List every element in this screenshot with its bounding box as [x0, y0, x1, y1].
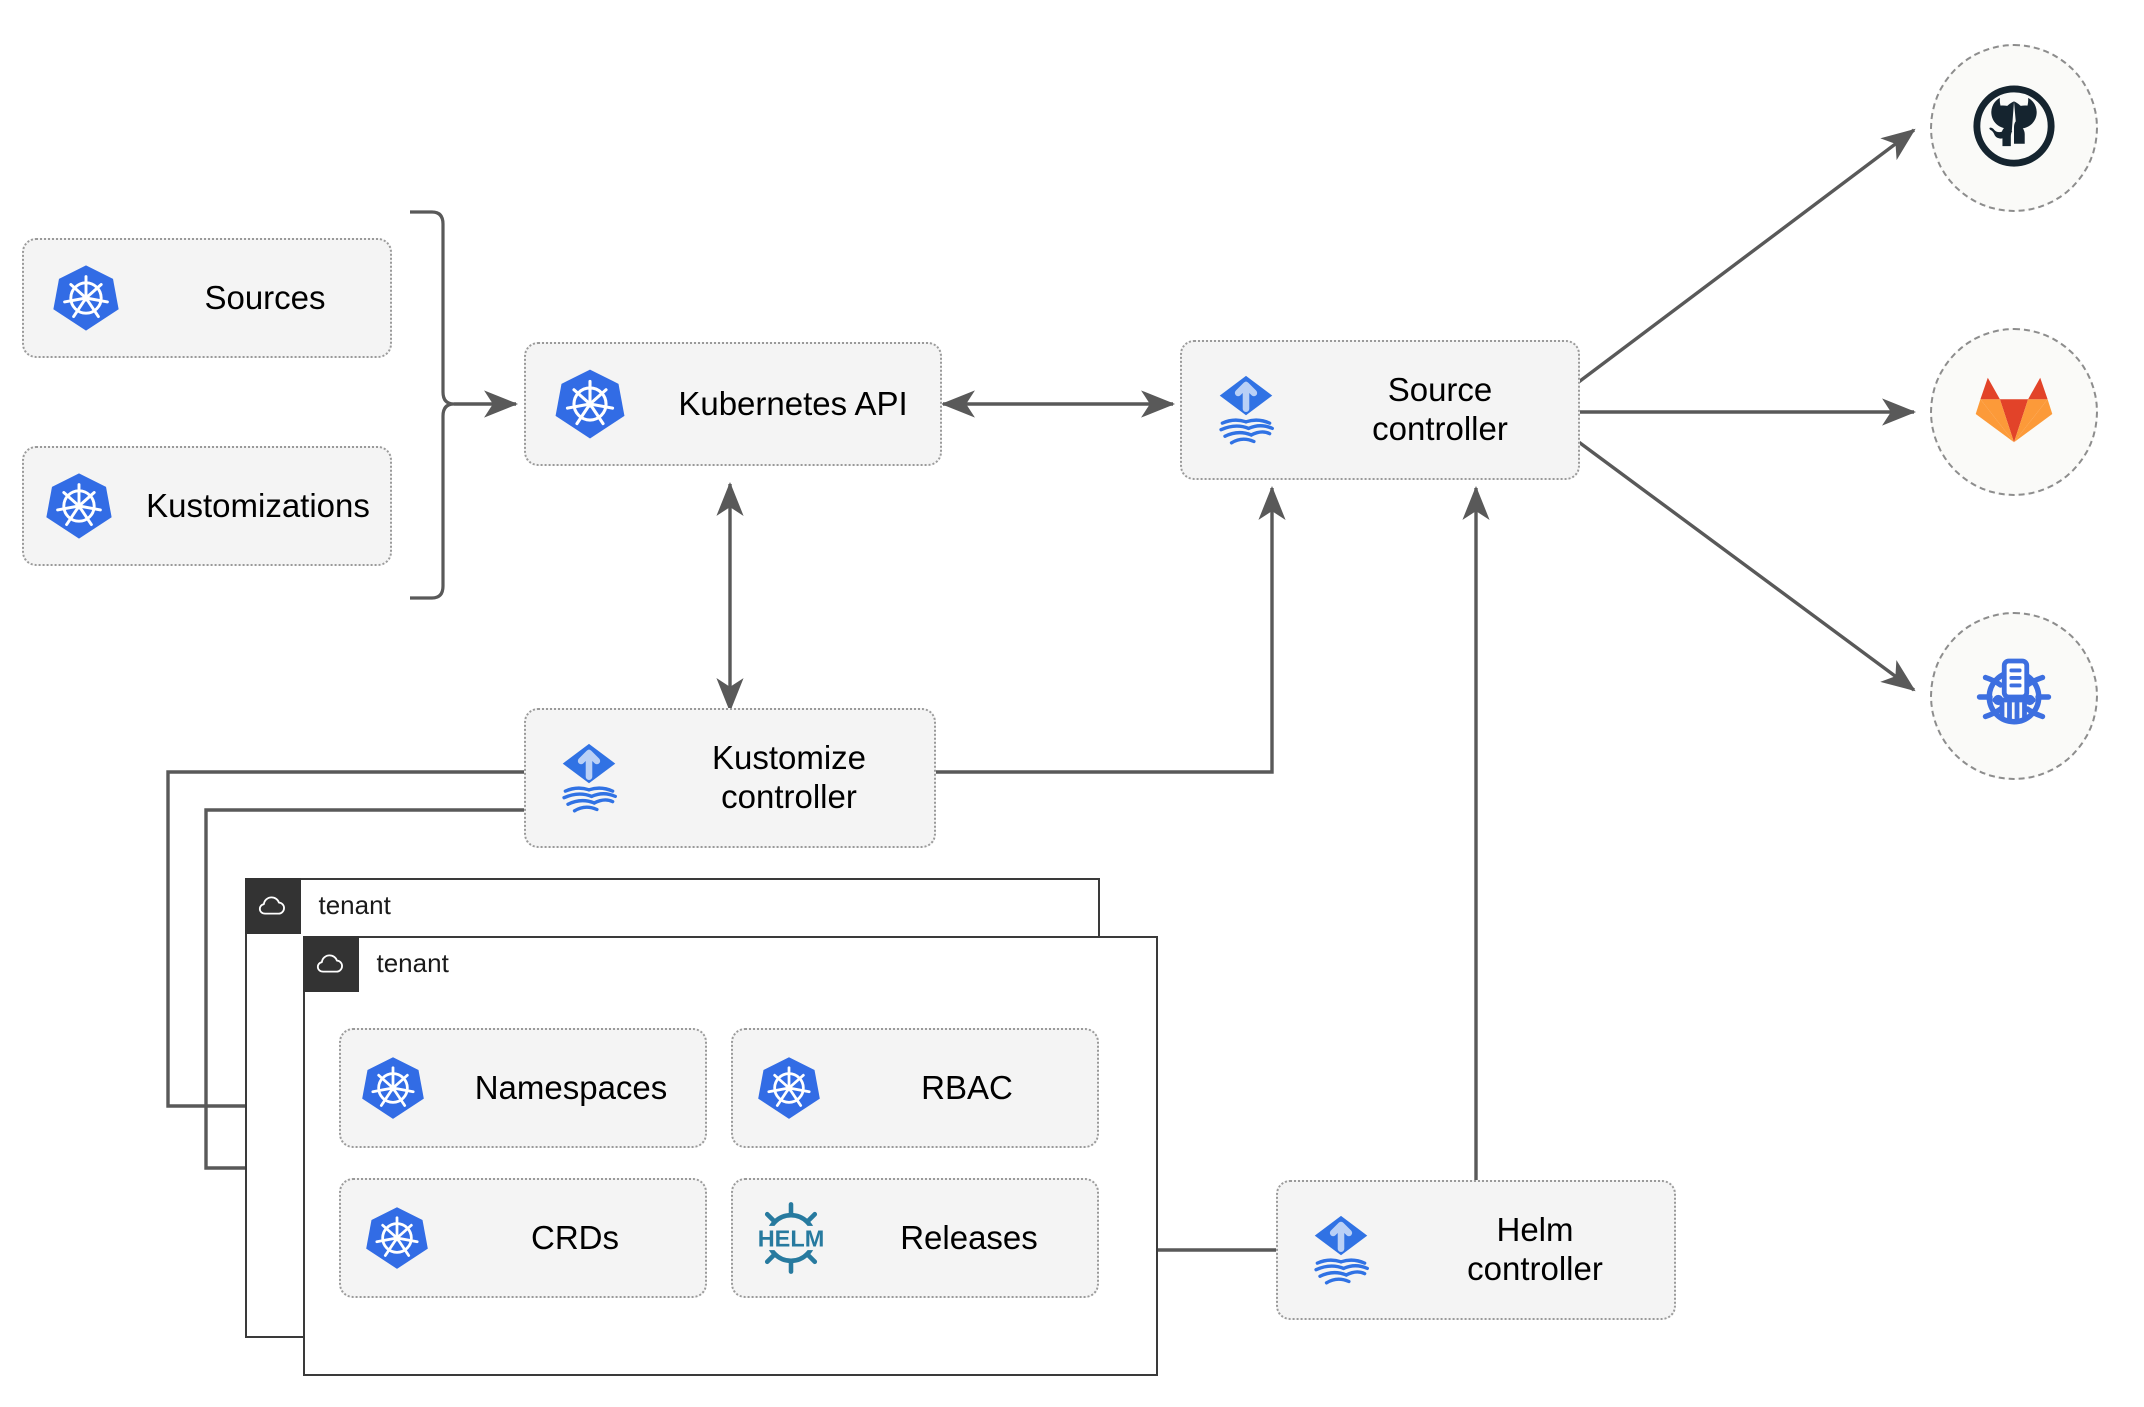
cloud-icon: [244, 877, 301, 934]
resource-label: Kustomizations: [146, 486, 370, 524]
kubernetes-icon: [24, 262, 148, 334]
resource-label: Sources: [204, 278, 326, 316]
edge-source-controller-to-helm-repository: [1574, 438, 1916, 692]
node-kustomize-controller[interactable]: Kustomize controller: [524, 708, 936, 848]
flux-icon: [526, 736, 652, 820]
node-label: Helm controller: [1467, 1211, 1603, 1287]
cloud-icon: [302, 935, 359, 992]
resource-card-sources[interactable]: Sources: [22, 238, 392, 358]
helm-icon: HELM: [733, 1195, 849, 1281]
svg-text:HELM: HELM: [758, 1226, 825, 1252]
kubernetes-icon: [341, 1204, 453, 1272]
edge-resources-bracket: [410, 210, 455, 600]
kubernetes-icon: [526, 366, 654, 442]
tenant-window-inner[interactable]: tenant: [302, 935, 1158, 1376]
kubernetes-icon: [24, 470, 134, 542]
tenant-tab-inner[interactable]: tenant: [302, 935, 449, 992]
github-icon: [1970, 82, 2058, 175]
tenant-resource-label: CRDs: [531, 1218, 619, 1256]
tenant-tab-outer[interactable]: tenant: [244, 877, 391, 934]
flux-icon: [1182, 368, 1310, 452]
tenant-resource-label: Namespaces: [474, 1068, 668, 1106]
node-kubernetes-api[interactable]: Kubernetes API: [524, 342, 942, 466]
kubernetes-icon: [341, 1054, 445, 1122]
tenant-resource-namespaces[interactable]: Namespaces: [339, 1028, 707, 1148]
node-label: Kustomize controller: [711, 739, 867, 815]
tenant-resource-crds[interactable]: CRDs: [339, 1178, 707, 1298]
tenant-label: tenant: [376, 948, 449, 978]
node-source-controller[interactable]: Source controller: [1180, 340, 1580, 480]
provider-github[interactable]: [1930, 44, 2098, 212]
tenant-resource-releases[interactable]: HELM Releases: [731, 1178, 1099, 1298]
flux-icon: [1278, 1208, 1404, 1292]
node-label: Kubernetes API: [678, 384, 908, 422]
tenant-resource-label: RBAC: [921, 1068, 1013, 1106]
node-helm-controller[interactable]: Helm controller: [1276, 1180, 1676, 1320]
provider-gitlab[interactable]: [1930, 328, 2098, 496]
tenant-resource-rbac[interactable]: RBAC: [731, 1028, 1099, 1148]
node-label: Source controller: [1372, 371, 1508, 447]
kubernetes-icon: [733, 1054, 845, 1122]
helm-chart-repo-icon: [1966, 646, 2062, 747]
resource-card-kustomizations[interactable]: Kustomizations: [22, 446, 392, 566]
edge-kustomize-to-source-controller: [936, 485, 1286, 774]
tenant-resource-label: Releases: [900, 1218, 1038, 1256]
provider-helm-repository[interactable]: [1930, 612, 2098, 780]
tenant-label: tenant: [318, 890, 391, 920]
edge-source-controller-to-github: [1574, 128, 1916, 386]
gitlab-icon: [1971, 367, 2057, 458]
